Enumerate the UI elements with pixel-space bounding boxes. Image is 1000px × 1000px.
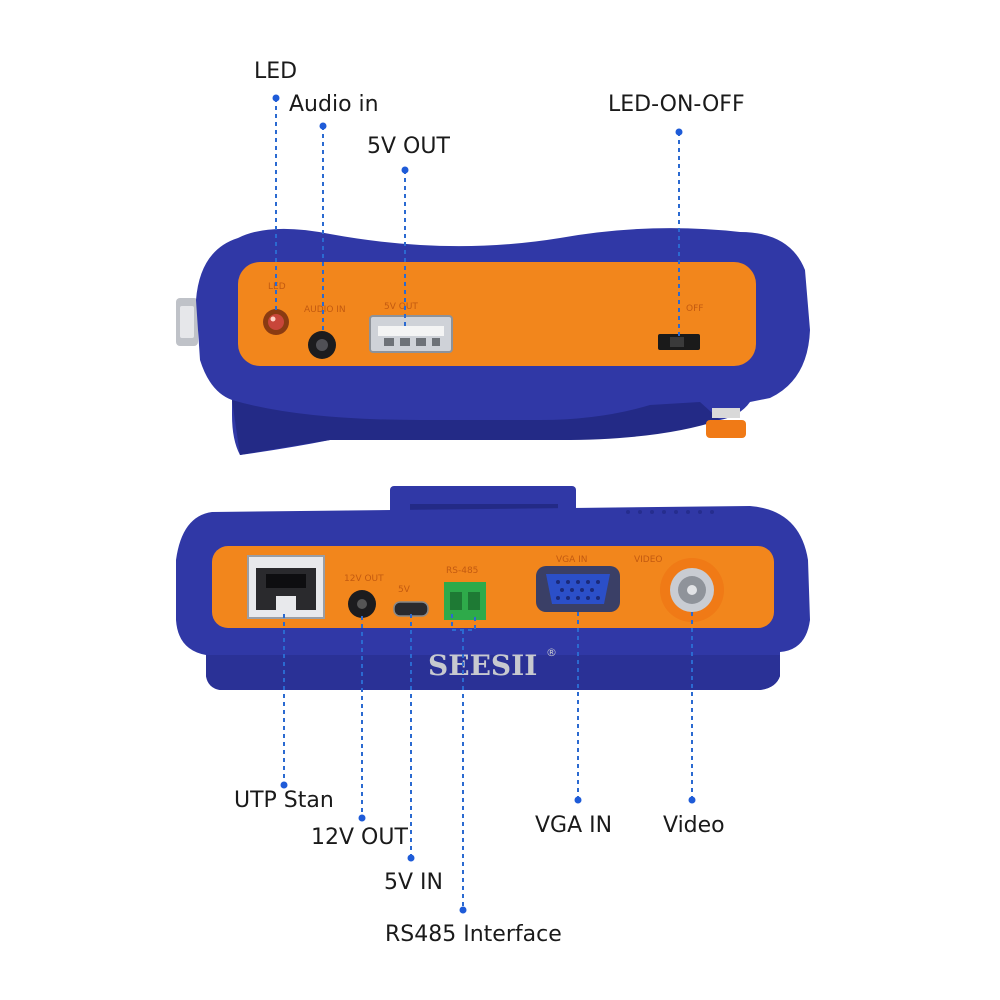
- label-vga-in: VGA IN: [535, 813, 613, 838]
- top-orange-panel: [238, 262, 756, 366]
- micro-usb-5v-in: [393, 601, 429, 617]
- brand-reg-mark: ®: [546, 646, 557, 659]
- panel-off-text: OFF: [686, 304, 703, 314]
- panel-video-text: VIDEO: [634, 555, 663, 565]
- panel-5v-text: 5V: [398, 585, 411, 595]
- label-utp: UTP Stan: [234, 788, 334, 813]
- bottom-device: 12V OUT 5V RS-485 VGA IN VIDEO SEE: [176, 486, 810, 690]
- label-rs485: RS485 Interface: [385, 922, 562, 947]
- panel-5v-out-text: 5V OUT: [384, 302, 418, 312]
- leader-lines: [272, 94, 696, 914]
- orange-knob: [706, 420, 746, 438]
- panel-vga-text: VGA IN: [556, 555, 588, 565]
- panel-rs485-text: RS-485: [446, 566, 478, 576]
- label-led-on-off: LED-ON-OFF: [608, 92, 745, 117]
- label-video: Video: [663, 813, 725, 838]
- panel-12v-out-text: 12V OUT: [344, 574, 384, 584]
- label-12v-out: 12V OUT: [311, 825, 408, 850]
- brand-logo: SEESII: [428, 649, 537, 682]
- label-led: LED: [254, 59, 298, 84]
- top-device: LED AUDIO IN 5V OUT OFF: [176, 228, 810, 455]
- label-audio-in: Audio in: [289, 92, 379, 117]
- panel-led-text: LED: [268, 282, 286, 292]
- label-5v-out: 5V OUT: [367, 134, 450, 159]
- panel-audio-text: AUDIO IN: [304, 305, 346, 315]
- label-5v-in: 5V IN: [384, 870, 443, 895]
